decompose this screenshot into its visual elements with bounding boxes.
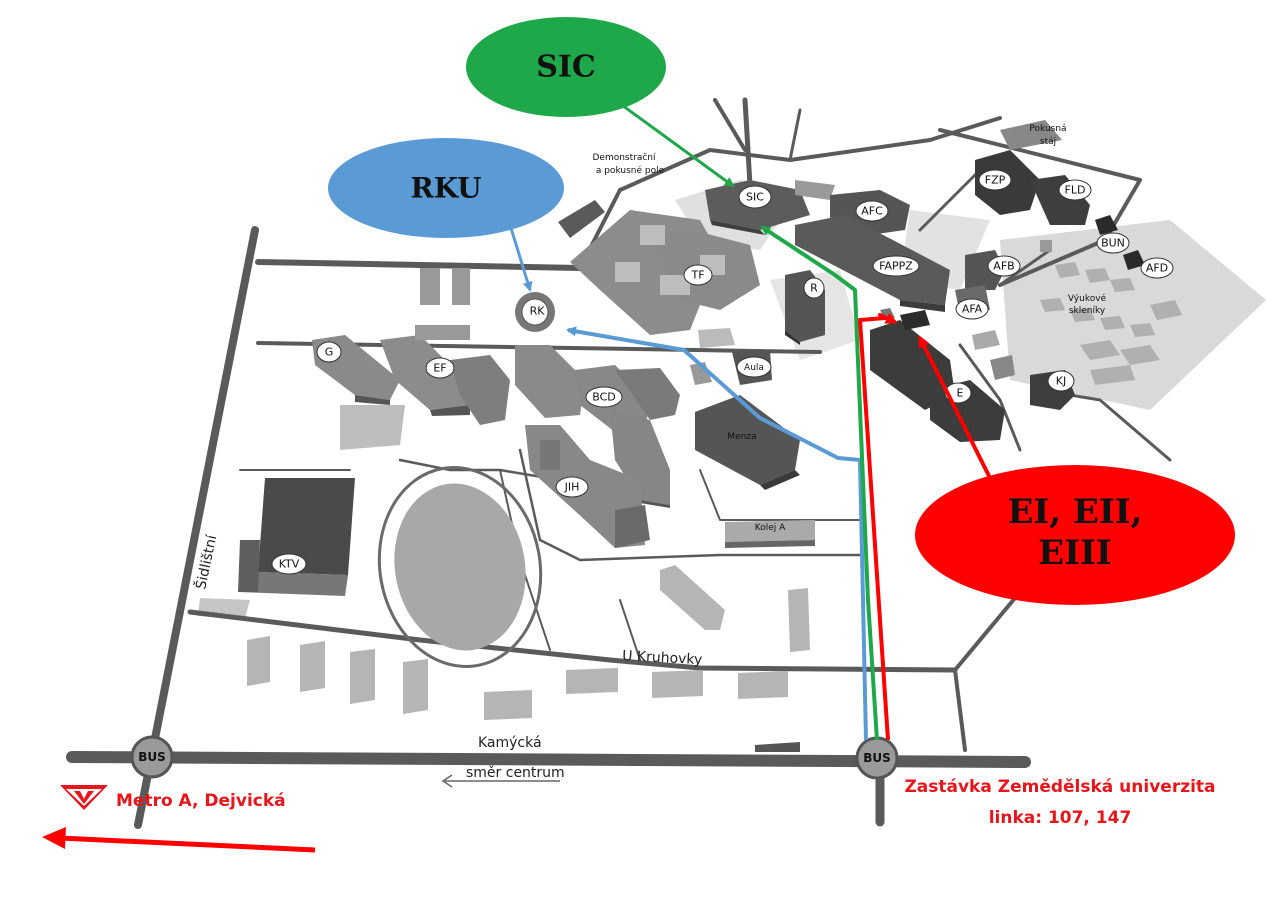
pointer-ei [918, 335, 992, 479]
svg-text:SIC: SIC [536, 50, 596, 85]
callout-rku: RKU [328, 138, 564, 238]
svg-text:SIC: SIC [746, 191, 764, 204]
svg-text:TF: TF [690, 269, 704, 282]
label-menza: Menza [727, 432, 756, 442]
label-demonstracni-pole: Demonstrační a pokusné pole [592, 152, 664, 176]
rk-building [515, 292, 555, 332]
label-tf: TF [683, 264, 713, 286]
pointer-sic [614, 98, 735, 188]
callout-sic: SIC [466, 17, 666, 117]
svg-text:Demonstrační: Demonstrační [592, 152, 656, 163]
label-jih: JIH [555, 476, 589, 498]
svg-text:AFC: AFC [861, 205, 883, 218]
svg-text:Aula: Aula [744, 363, 764, 373]
running-track [377, 466, 543, 668]
svg-text:BUS: BUS [863, 751, 891, 765]
label-ef: EF [425, 357, 455, 379]
svg-text:AFA: AFA [962, 303, 983, 316]
svg-text:Menza: Menza [727, 432, 756, 442]
callout-ei: EI, EII, EIII [915, 465, 1235, 605]
arrow-left-icon [441, 774, 560, 788]
arrow-to-metro [42, 827, 316, 853]
label-afa: AFA [955, 298, 989, 320]
svg-text:FAPPZ: FAPPZ [879, 260, 913, 273]
bus-stop-left: BUS [130, 735, 174, 779]
svg-text:RKU: RKU [410, 172, 481, 205]
svg-text:EIII: EIII [1038, 533, 1112, 573]
route-arrows [509, 98, 992, 741]
svg-text:FZP: FZP [985, 174, 1006, 187]
svg-text:RK: RK [530, 305, 546, 318]
road-label-u-kruhovky: U Kruhovky [622, 648, 703, 668]
road-label-smer-centrum: směr centrum [466, 765, 565, 781]
metro-label: Metro A, Dejvická [116, 791, 286, 811]
svg-text:R: R [810, 282, 818, 295]
svg-text:Výukové: Výukové [1068, 293, 1107, 304]
greenhouses [1040, 262, 1182, 385]
svg-text:AFB: AFB [993, 260, 1014, 273]
label-ktv: KTV [271, 553, 307, 575]
svg-text:AFD: AFD [1146, 262, 1168, 275]
label-bcd: BCD [585, 386, 623, 408]
svg-text:BUN: BUN [1101, 237, 1125, 250]
label-afc: AFC [855, 200, 889, 222]
svg-text:Pokusná: Pokusná [1029, 124, 1066, 134]
metro-logo-icon [60, 785, 108, 810]
svg-text:KJ: KJ [1056, 375, 1066, 388]
svg-text:Kolej A: Kolej A [755, 523, 786, 533]
label-g: G [316, 341, 342, 363]
route-rku [566, 326, 868, 741]
bus-stop-name: Zastávka Zemědělská univerzita [904, 777, 1215, 797]
label-pokusna-staj: Pokusná stáj [1029, 124, 1066, 147]
label-rk: RK [530, 305, 546, 318]
route-sic [760, 225, 879, 741]
svg-text:FLD: FLD [1065, 184, 1086, 197]
svg-text:a pokusné pole: a pokusné pole [596, 165, 665, 176]
svg-text:EI, EII,: EI, EII, [1007, 492, 1142, 532]
label-r: R [803, 277, 825, 299]
label-afd: AFD [1140, 257, 1174, 279]
svg-text:JIH: JIH [564, 481, 580, 494]
label-bun: BUN [1096, 232, 1130, 254]
label-fzp: FZP [978, 169, 1012, 191]
svg-text:G: G [325, 346, 334, 359]
road-network [66, 97, 1172, 829]
svg-text:BUS: BUS [138, 750, 166, 764]
svg-text:EF: EF [433, 362, 446, 375]
label-afb: AFB [987, 255, 1021, 277]
svg-text:stáj: stáj [1040, 137, 1056, 147]
svg-text:E: E [957, 387, 964, 400]
label-vyukove-skleniky: Výukové skleníky [1068, 293, 1107, 316]
building-labels: SIC AFC FAPPZ AFB AFA AFD BUN FZP FLD TF… [271, 124, 1174, 575]
label-fld: FLD [1058, 179, 1092, 201]
label-fappz: FAPPZ [872, 255, 920, 277]
label-kolej-a: Kolej A [755, 523, 786, 533]
buildings [238, 120, 1182, 752]
svg-text:KTV: KTV [279, 558, 300, 571]
label-aula: Aula [736, 356, 772, 378]
route-ei [858, 312, 898, 741]
svg-text:skleníky: skleníky [1069, 306, 1106, 316]
bus-lines: linka: 107, 147 [989, 808, 1132, 828]
pointer-rku [509, 227, 533, 292]
label-kj: KJ [1047, 370, 1075, 392]
road-label-kamycka: Kamýcká [478, 735, 542, 751]
label-sic: SIC [738, 185, 772, 209]
svg-text:BCD: BCD [592, 391, 616, 404]
bus-stop-right: BUS [855, 736, 899, 780]
